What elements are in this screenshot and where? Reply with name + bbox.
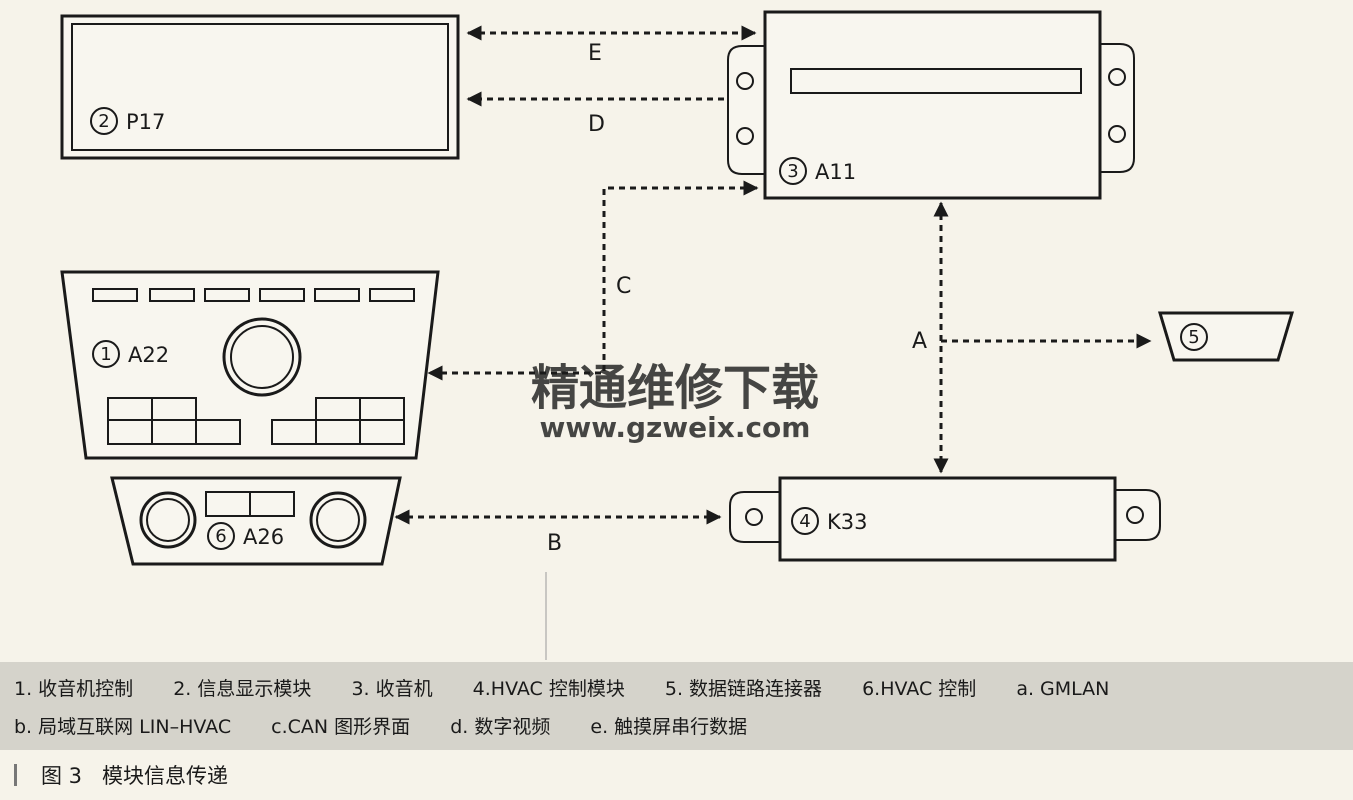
bus-label: C [616,274,631,299]
bus-label: A [912,329,927,354]
module-a11: 3 A11 [727,10,1135,200]
legend-row-2: b. 局域互联网 LIN–HVAC c.CAN 图形界面 d. 数字视频 e. … [14,708,1353,746]
bus-b: B [394,509,722,556]
legend-item: b. 局域互联网 LIN–HVAC [14,716,232,738]
legend-item: c.CAN 图形界面 [271,716,411,738]
figure-title: 模块信息传递 [102,764,229,788]
bus-a: A [912,201,1152,474]
module-code: A26 [243,525,284,549]
figure-caption: 图 3 模块信息传递 [14,758,228,792]
caption-bar [14,764,17,786]
data-link-connector: 5 [1157,311,1295,362]
legend-item: 4.HVAC 控制模块 [472,678,625,700]
number-circle [207,522,235,550]
legend-item: d. 数字视频 [450,716,551,738]
module-code: A11 [815,160,856,184]
legend-item: 6.HVAC 控制 [862,678,977,700]
number-circle [90,107,118,135]
module-a26: 6 A26 [110,476,402,566]
legend-item: 5. 数据链路连接器 [664,678,823,700]
module-communication-diagram: 2 P17 3 A11 [60,10,1295,660]
legend-row-1: 1. 收音机控制 2. 信息显示模块 3. 收音机 4.HVAC 控制模块 5.… [14,670,1353,708]
bus-d: D [466,91,724,137]
watermark-url: www.gzweix.com [540,411,811,444]
number-circle [1180,323,1208,351]
number-circle [92,340,120,368]
volume-knob [222,317,302,397]
watermark-title: 精通维修下载 [531,360,819,416]
number-circle [779,157,807,185]
module-number: 6 [215,526,226,547]
legend-item: a. GMLAN [1016,678,1110,700]
module-number: 5 [1188,327,1199,348]
module-number: 4 [799,511,810,532]
module-p17: 2 P17 [60,14,460,160]
module-code: K33 [827,510,868,534]
legend-item: 2. 信息显示模块 [173,678,312,700]
number-circle [791,507,819,535]
module-a22: 1 A22 [60,270,440,460]
legend-item: e. 触摸屏串行数据 [590,716,748,738]
module-number: 2 [98,111,109,132]
bus-e: E [466,25,757,66]
module-k33: 4 K33 [729,476,1161,562]
bus-label: D [588,112,605,137]
legend: 1. 收音机控制 2. 信息显示模块 3. 收音机 4.HVAC 控制模块 5.… [0,662,1353,750]
legend-item: 3. 收音机 [351,678,433,700]
legend-item: 1. 收音机控制 [14,678,134,700]
bus-c: C [427,180,759,381]
module-number: 1 [100,344,111,365]
module-code: P17 [126,110,165,134]
bus-label: B [547,531,562,556]
module-number: 3 [787,161,798,182]
module-code: A22 [128,343,169,367]
figure-number: 图 3 [41,764,83,788]
bus-label: E [588,41,602,66]
